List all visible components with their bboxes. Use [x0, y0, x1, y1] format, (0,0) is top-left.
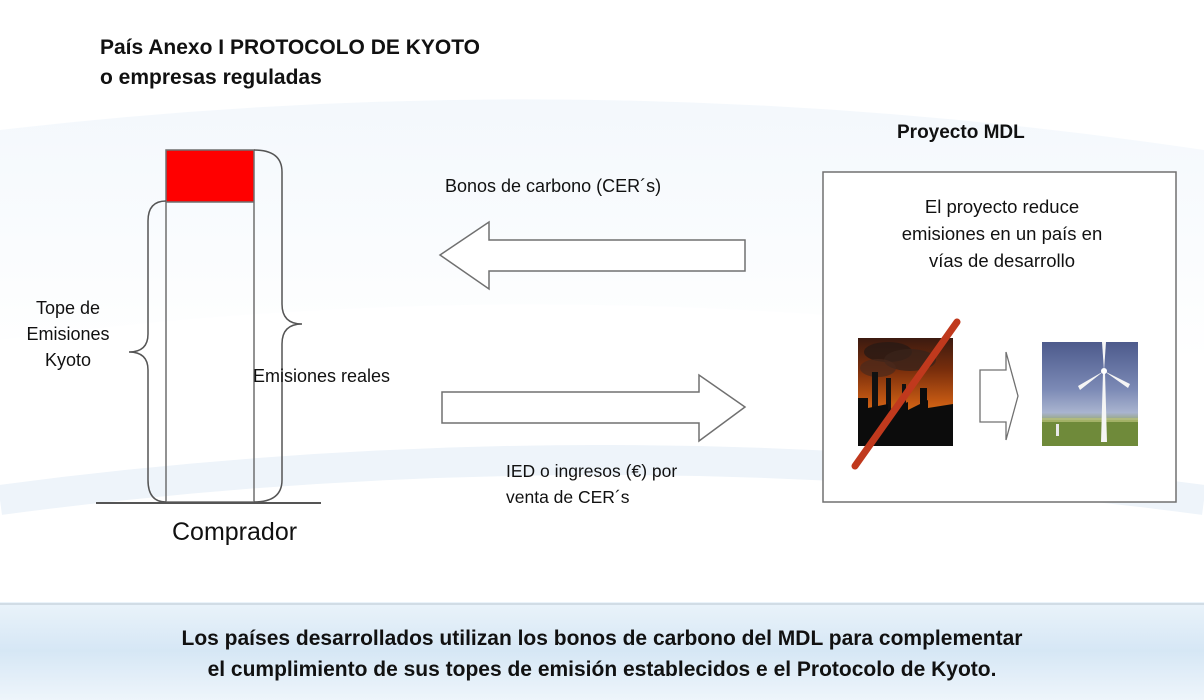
investment-label: IED o ingresos (€) por venta de CER´s: [506, 458, 677, 510]
factory-smoke-image: [858, 338, 953, 446]
footer-statement: Los países desarrollados utilizan los bo…: [0, 623, 1204, 685]
project-description: El proyecto reduce emisiones en un país …: [828, 193, 1176, 274]
project-description-line-1: El proyecto reduce: [924, 196, 1080, 217]
buyer-label: Comprador: [172, 518, 298, 546]
cap-brace: [128, 200, 167, 503]
footer-line-2: el cumplimiento de sus topes de emisión …: [207, 658, 997, 681]
buyer-emissions-column: [96, 149, 321, 504]
title-line-1: País Anexo I PROTOCOLO DE KYOTO: [100, 36, 481, 59]
project-title: Proyecto MDL: [897, 122, 1025, 143]
cap-label-line-1: Tope de: [35, 298, 101, 318]
title-line-2: o empresas reguladas: [100, 66, 322, 89]
project-description-line-2: emisiones en un país en: [901, 223, 1103, 244]
actual-emissions-label: Emisiones reales: [253, 366, 391, 386]
footer-line-1: Los países desarrollados utilizan los bo…: [181, 627, 1023, 650]
investment-label-line-2: venta de CER´s: [506, 487, 630, 507]
carbon-credits-label: Bonos de carbono (CER´s): [445, 176, 662, 196]
arrow-right: [441, 373, 747, 443]
page-title: País Anexo I PROTOCOLO DE KYOTO o empres…: [100, 33, 480, 93]
project-description-line-3: vías de desarrollo: [928, 250, 1076, 271]
transition-arrow: [979, 351, 1019, 441]
investment-label-line-1: IED o ingresos (€) por: [506, 461, 678, 481]
actual-brace: [253, 149, 303, 503]
wind-turbine-image: [1042, 342, 1138, 446]
excess-emissions-block: [166, 150, 254, 202]
cap-label-line-3: Kyoto: [44, 350, 92, 370]
emissions-cap-label: Tope de Emisiones Kyoto: [5, 295, 131, 373]
cap-label-line-2: Emisiones: [26, 324, 110, 344]
arrow-left: [438, 220, 746, 291]
